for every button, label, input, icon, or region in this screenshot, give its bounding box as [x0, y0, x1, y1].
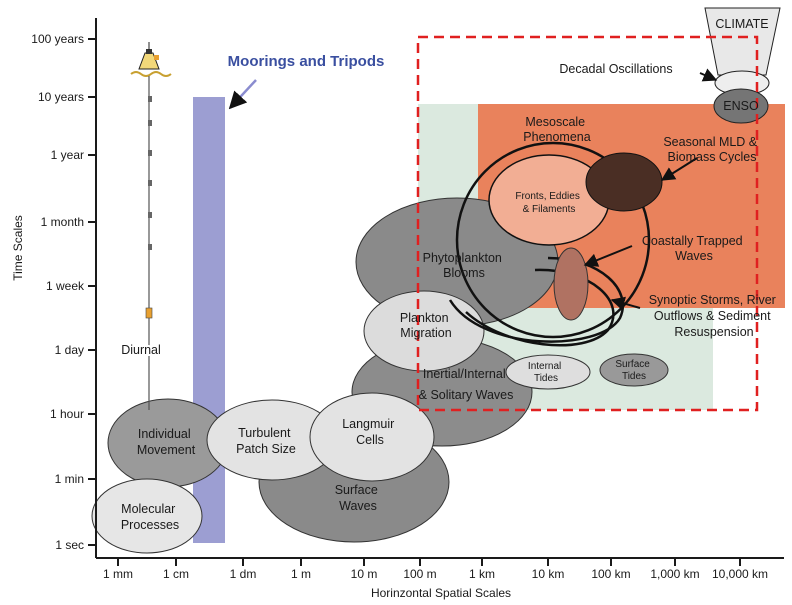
- x-tick-10-m: 10 m: [351, 567, 378, 581]
- plankton-line-1: Plankton: [400, 311, 449, 325]
- moorings-label: Moorings and Tripods: [228, 53, 385, 70]
- x-tick-100-km: 100 km: [591, 567, 630, 581]
- x-axis-title: Horinzontal Spatial Scales: [371, 586, 511, 600]
- plankton-line-2: Migration: [400, 326, 451, 340]
- moorings-arrow: [228, 79, 257, 110]
- surface-tides-line-2: Tides: [622, 371, 646, 382]
- decadal-arrow: [699, 68, 718, 82]
- inertial-line-2: & Solitary Waves: [419, 388, 514, 402]
- surface-waves-label: Surface Waves: [335, 483, 382, 513]
- storms-line-1: Synoptic Storms, River: [649, 293, 776, 307]
- diurnal-label: Diurnal: [121, 343, 161, 357]
- buoy-icon: [130, 42, 172, 77]
- mooring-instruments: [145, 96, 153, 319]
- x-tick-1-km: 1 km: [469, 567, 495, 581]
- storms-line-2: Outflows & Sediment: [654, 309, 771, 323]
- climate-shape: [704, 7, 781, 76]
- mesoscale-line-1: Mesoscale: [525, 115, 585, 129]
- storms-label: Synoptic Storms, River Outflows & Sedime…: [649, 293, 780, 339]
- internal-tides-bubble: [505, 354, 591, 390]
- y-tick-1-month: 1 month: [41, 215, 84, 229]
- internal-tides-label: Internal Tides: [528, 361, 564, 384]
- y-tick-1-min: 1 min: [55, 472, 84, 486]
- fronts-line-1: Fronts, Eddies: [515, 191, 579, 202]
- decadal-label: Decadal Oscillations: [559, 62, 672, 76]
- x-tick-10-km: 10 km: [532, 567, 565, 581]
- internal-tides-line-2: Tides: [534, 373, 558, 384]
- seasonal-arrow: [660, 157, 698, 181]
- molecular-line-2: Processes: [121, 518, 179, 532]
- plankton-migration-label: Plankton Migration: [400, 311, 452, 340]
- langmuir-label: Langmuir Cells: [342, 417, 398, 447]
- inertial-label: Inertial/Internal & Solitary Waves: [419, 367, 514, 402]
- plankton-migration-bubble: [363, 290, 485, 372]
- molecular-line-1: Molecular: [121, 502, 175, 516]
- y-tick-marks: [88, 38, 96, 546]
- y-tick-100-years: 100 years: [31, 32, 84, 46]
- molecular-processes-label: Molecular Processes: [121, 502, 179, 532]
- y-tick-1-week: 1 week: [46, 279, 85, 293]
- seasonal-line-2: Biomass Cycles: [668, 150, 757, 164]
- individual-line-1: Individual: [138, 427, 191, 441]
- y-tick-1-sec: 1 sec: [55, 538, 84, 552]
- phytoplankton-label: Phytoplankton Blooms: [423, 251, 506, 280]
- x-tick-1-cm: 1 cm: [163, 567, 189, 581]
- fronts-line-2: & Filaments: [523, 204, 576, 215]
- surface-tides-bubble: [599, 353, 669, 387]
- enso-label: ENSO: [723, 99, 759, 113]
- coastal-line-2: Waves: [675, 249, 713, 263]
- dashed-frame: [416, 35, 759, 412]
- y-tick-10-years: 10 years: [38, 90, 84, 104]
- individual-movement-label: Individual Movement: [137, 427, 196, 457]
- y-tick-1-year: 1 year: [51, 148, 84, 162]
- surface-tides-line-1: Surface: [615, 359, 650, 370]
- turbulent-patch-label: Turbulent Patch Size: [236, 426, 296, 456]
- molecular-processes-bubble: [91, 478, 203, 554]
- inertial-line-1: Inertial/Internal: [423, 367, 506, 381]
- fronts-label: Fronts, Eddies & Filaments: [515, 191, 582, 215]
- enso-bubble: [713, 88, 769, 124]
- y-tick-1-hour: 1 hour: [50, 407, 84, 421]
- mesoscale-circle: [455, 141, 651, 339]
- turbulent-line-1: Turbulent: [238, 426, 291, 440]
- x-tick-10000-km: 10,000 km: [712, 567, 768, 581]
- climate-label: CLIMATE: [715, 17, 768, 31]
- storms-arrow: [610, 296, 641, 311]
- mesoscale-line-2: Phenomena: [523, 130, 590, 144]
- coastal-arrow: [583, 245, 633, 267]
- y-axis-title: Time Scales: [11, 215, 25, 281]
- x-tick-marks: [117, 558, 741, 566]
- turbulent-line-2: Patch Size: [236, 442, 296, 456]
- x-tick-1-mm: 1 mm: [103, 567, 133, 581]
- surface-waves-line-1: Surface: [335, 483, 378, 497]
- seasonal-cycles-bubble: [585, 152, 663, 212]
- y-tick-1-day: 1 day: [55, 343, 84, 357]
- langmuir-line-1: Langmuir: [342, 417, 394, 431]
- internal-tides-line-1: Internal: [528, 361, 561, 372]
- langmuir-cells-bubble: [309, 392, 435, 482]
- coastal-line-1: Coastally Trapped: [642, 234, 743, 248]
- phytoplankton-line-1: Phytoplankton: [423, 251, 502, 265]
- x-tick-100-m: 100 m: [403, 567, 436, 581]
- phytoplankton-line-2: Blooms: [443, 266, 485, 280]
- seasonal-label: Seasonal MLD & Biomass Cycles: [663, 135, 760, 164]
- x-tick-1000-km: 1,000 km: [650, 567, 699, 581]
- coastally-trapped-bubble: [553, 247, 589, 321]
- x-tick-1-m: 1 m: [291, 567, 311, 581]
- storms-line-3: Resuspension: [674, 325, 753, 339]
- langmuir-line-2: Cells: [356, 433, 384, 447]
- mesoscale-label: Mesoscale Phenomena: [523, 115, 590, 144]
- seasonal-line-1: Seasonal MLD &: [663, 135, 757, 149]
- individual-line-2: Movement: [137, 443, 196, 457]
- storm-envelope-upper: [448, 256, 625, 343]
- coastal-label: Coastally Trapped Waves: [642, 234, 746, 263]
- surface-tides-label: Surface Tides: [615, 359, 652, 382]
- x-tick-1-dm: 1 dm: [230, 567, 257, 581]
- surface-waves-line-2: Waves: [339, 499, 377, 513]
